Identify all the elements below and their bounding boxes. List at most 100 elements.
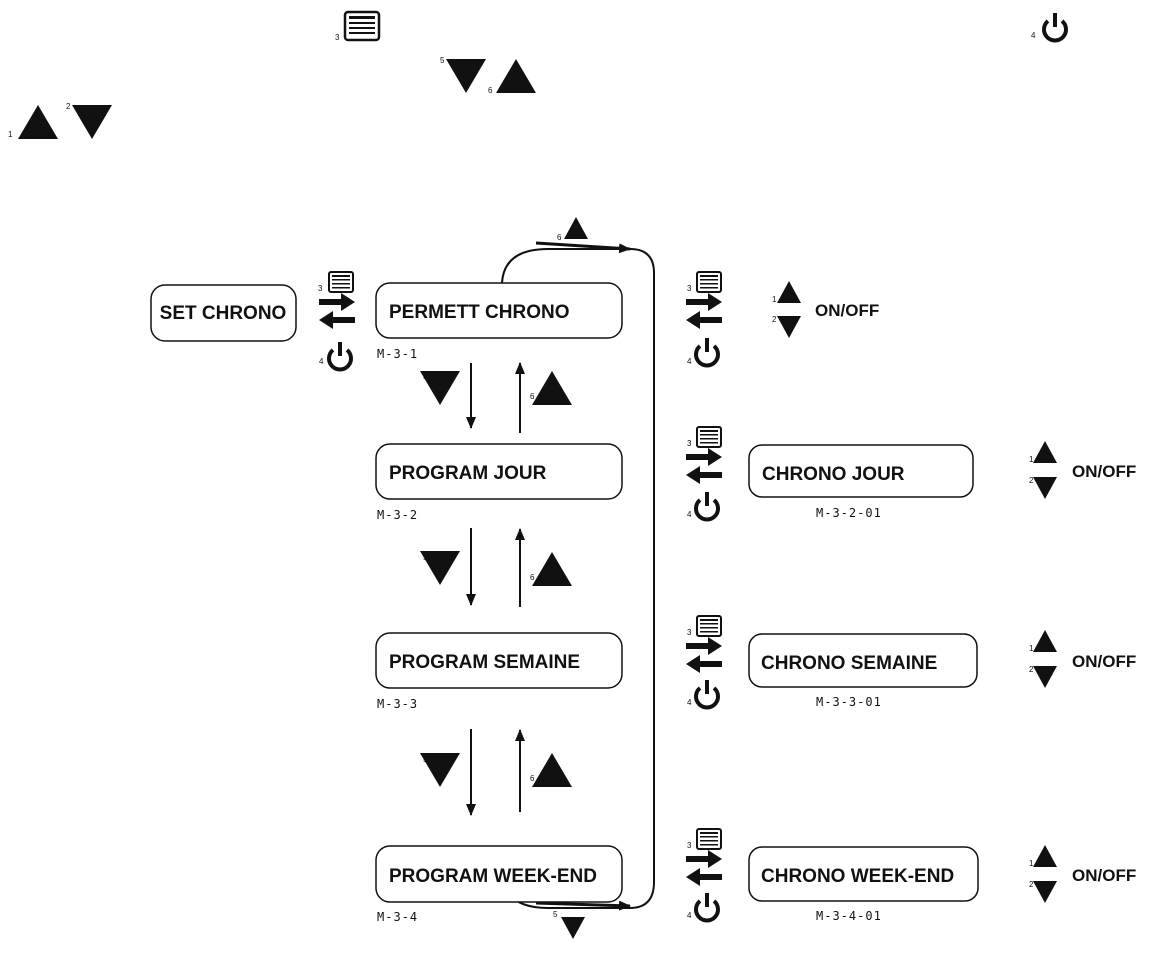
legend-num: 3: [687, 284, 692, 293]
chrono-jour-box[interactable]: CHRONO JOUR: [748, 444, 974, 498]
down-triangle-icon: [1033, 666, 1057, 688]
permett-onoff: 1 2 ON/OFF: [772, 281, 879, 338]
nav-arrows-2: 5 6: [420, 528, 572, 607]
legend-up-mid: 6: [488, 59, 536, 95]
legend-num: 3: [687, 439, 692, 448]
arrow-swap-icon: [686, 448, 722, 484]
menu-code: M-3-2-01: [816, 506, 882, 520]
nav-arrows-1: 5 6: [420, 362, 572, 433]
onoff-value: ON/OFF: [1072, 462, 1136, 481]
program-semaine-label: PROGRAM SEMAINE: [389, 652, 580, 673]
legend-num: 6: [530, 392, 535, 401]
down-triangle-icon: [777, 316, 801, 338]
menu-code: M-3-3: [377, 697, 418, 711]
legend-num: 5: [423, 372, 428, 381]
menu-list-icon: [696, 271, 722, 293]
up-triangle-icon: [532, 552, 572, 586]
legend-num: 4: [687, 510, 692, 519]
legend-up-left: 1: [8, 105, 58, 139]
legend-down-left: 2: [66, 102, 112, 139]
down-triangle-icon: [1033, 881, 1057, 903]
loop-line: [501, 248, 655, 909]
up-triangle-icon: [564, 217, 588, 239]
permett-swap: 3 4: [686, 271, 722, 368]
power-icon: [694, 678, 720, 710]
legend-num: 6: [488, 86, 493, 95]
permett-chrono-box[interactable]: PERMETT CHRONO: [375, 282, 623, 339]
semaine-swap: 3 4: [686, 615, 722, 710]
semaine-onoff: 1 2 ON/OFF: [1029, 630, 1136, 688]
program-weekend-box[interactable]: PROGRAM WEEK-END: [375, 845, 623, 903]
legend-down-mid: 5: [440, 56, 486, 93]
legend-num: 4: [687, 911, 692, 920]
power-icon: [694, 891, 720, 923]
menu-code: M-3-1: [377, 347, 418, 361]
jour-swap: 3 4: [686, 426, 722, 522]
power-icon: [694, 336, 720, 368]
program-jour-box[interactable]: PROGRAM JOUR: [375, 443, 623, 500]
legend-num: 5: [440, 56, 445, 65]
permett-chrono-label: PERMETT CHRONO: [389, 302, 570, 323]
legend-num: 5: [553, 910, 558, 919]
up-triangle-icon: [532, 371, 572, 405]
loop-arrow-top: [535, 241, 631, 254]
down-triangle-icon: [1033, 477, 1057, 499]
legend-num: 1: [772, 295, 777, 304]
legend-num: 2: [1029, 665, 1034, 674]
up-triangle-icon: [1033, 845, 1057, 867]
chrono-weekend-label: CHRONO WEEK-END: [761, 866, 954, 887]
weekend-swap: 3 4: [686, 828, 722, 923]
legend-num: 4: [687, 698, 692, 707]
legend-num: 5: [423, 755, 428, 764]
legend-num: 1: [8, 130, 13, 139]
up-triangle-icon: [1033, 441, 1057, 463]
legend-num: 6: [530, 774, 535, 783]
legend-num: 4: [687, 357, 692, 366]
jour-onoff: 1 2 ON/OFF: [1029, 441, 1136, 499]
legend-menu-icon: 3: [335, 10, 381, 42]
legend-power-icon: 4: [1031, 11, 1068, 43]
up-triangle-icon: [777, 281, 801, 303]
legend-num: 2: [1029, 880, 1034, 889]
chrono-weekend-box[interactable]: CHRONO WEEK-END: [748, 846, 979, 902]
onoff-value: ON/OFF: [815, 301, 879, 320]
arrow-swap-icon: [319, 293, 355, 329]
legend-num: 4: [319, 357, 324, 366]
program-jour-label: PROGRAM JOUR: [389, 463, 547, 484]
menu-list-icon: [696, 615, 722, 637]
legend-num: 1: [1029, 859, 1034, 868]
menu-code: M-3-4: [377, 910, 418, 924]
legend-num: 5: [423, 553, 428, 562]
up-triangle-icon: [1033, 630, 1057, 652]
menu-code: M-3-2: [377, 508, 418, 522]
legend-num: 1: [1029, 455, 1034, 464]
menu-list-icon: [328, 271, 354, 293]
legend-num: 2: [772, 315, 777, 324]
onoff-value: ON/OFF: [1072, 866, 1136, 885]
chrono-semaine-box[interactable]: CHRONO SEMAINE: [748, 633, 978, 688]
loop-arrow-bottom: [535, 900, 631, 911]
power-icon: [694, 490, 720, 522]
arrow-swap-icon: [686, 637, 722, 673]
legend-num: 6: [530, 573, 535, 582]
arrow-swap-icon: [686, 850, 722, 886]
legend-num: 6: [557, 233, 562, 242]
nav-arrows-3: 5 6: [420, 729, 572, 816]
set-chrono-label: SET CHRONO: [160, 303, 287, 324]
set-chrono-box[interactable]: SET CHRONO: [150, 284, 297, 342]
legend-num: 4: [1031, 31, 1036, 40]
menu-list-icon: [696, 828, 722, 850]
legend-num: 3: [687, 628, 692, 637]
chrono-semaine-label: CHRONO SEMAINE: [761, 653, 937, 674]
down-triangle-icon: [561, 917, 585, 939]
legend-num: 3: [687, 841, 692, 850]
menu-code: M-3-4-01: [816, 909, 882, 923]
legend-num: 3: [335, 33, 340, 42]
chrono-jour-label: CHRONO JOUR: [762, 464, 905, 485]
weekend-onoff: 1 2 ON/OFF: [1029, 845, 1136, 903]
menu-code: M-3-3-01: [816, 695, 882, 709]
power-icon: [327, 340, 353, 372]
onoff-value: ON/OFF: [1072, 652, 1136, 671]
program-semaine-box[interactable]: PROGRAM SEMAINE: [375, 632, 623, 689]
